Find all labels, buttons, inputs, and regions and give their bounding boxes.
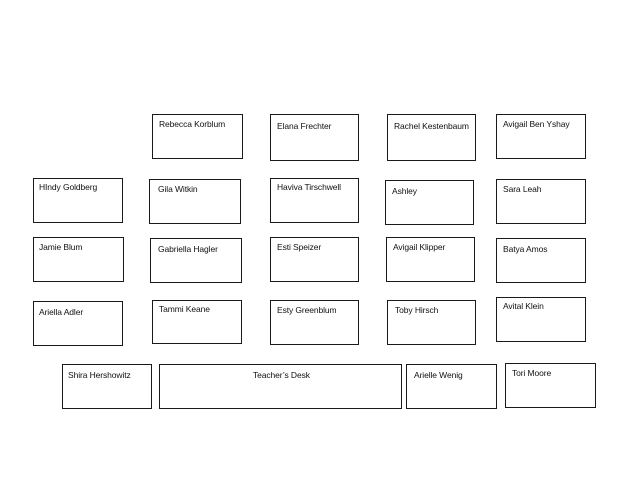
desk-label: Batya Amos	[503, 244, 548, 254]
desk-ariella-adler: Ariella Adler	[33, 301, 123, 346]
desk-shira-hershowitz: Shira Hershowitz	[62, 364, 152, 409]
desk-label: Gila Witkin	[158, 184, 198, 194]
desk-esty-greenblum: Esty Greenblum	[270, 300, 359, 345]
desk-label: Esti Speizer	[277, 242, 322, 252]
desk-avigail-klipper: Avigail Klipper	[386, 237, 475, 282]
desk-label: Sara Leah	[503, 184, 542, 194]
desk-label: Rachel Kestenbaum	[394, 121, 469, 131]
desk-label: Gabriella Hagler	[158, 244, 218, 254]
desk-label: Tori Moore	[512, 368, 552, 378]
desk-elana-frechter: Elana Frechter	[270, 114, 359, 161]
desk-avigail-ben-yshay: Avigail Ben Yshay	[496, 114, 586, 159]
desk-hindy-goldberg: HIndy Goldberg	[33, 178, 123, 223]
desk-haviva-tirschwell: Haviva Tirschwell	[270, 178, 359, 223]
desk-label: Rebecca Korblum	[159, 119, 226, 129]
desk-esti-speizer: Esti Speizer	[270, 237, 359, 282]
desk-arielle-wenig: Arielle Wenig	[406, 364, 497, 409]
desk-label: Toby Hirsch	[395, 305, 439, 315]
desk-label: Avigail Ben Yshay	[503, 119, 570, 129]
desk-label: Arielle Wenig	[414, 370, 463, 380]
desk-label: Jamie Blum	[39, 242, 83, 252]
desk-tori-moore: Tori Moore	[505, 363, 596, 408]
desk-label: Shira Hershowitz	[68, 370, 131, 380]
teacher-desk: Teacher’s Desk	[159, 364, 402, 409]
desk-rebecca-korblum: Rebecca Korblum	[152, 114, 243, 159]
desk-label: Elana Frechter	[277, 121, 332, 131]
desk-label: Esty Greenblum	[277, 305, 337, 315]
desk-gila-witkin: Gila Witkin	[149, 179, 241, 224]
desk-label: Avital Klein	[503, 301, 544, 311]
desk-rachel-kestenbaum: Rachel Kestenbaum	[387, 114, 476, 161]
desk-label: Haviva Tirschwell	[277, 182, 341, 192]
desk-label: Avigail Klipper	[393, 242, 446, 252]
desk-label: Ashley	[392, 186, 417, 196]
desk-batya-amos: Batya Amos	[496, 238, 586, 283]
desk-label: Ariella Adler	[39, 307, 84, 317]
desk-avital-klein: Avital Klein	[496, 297, 586, 342]
desk-ashley: Ashley	[385, 180, 474, 225]
teacher-desk-label: Teacher’s Desk	[253, 370, 310, 380]
desk-sara-leah: Sara Leah	[496, 179, 586, 224]
desk-jamie-blum: Jamie Blum	[33, 237, 124, 282]
desk-toby-hirsch: Toby Hirsch	[387, 300, 476, 345]
desk-tammi-keane: Tammi Keane	[152, 300, 242, 344]
desk-label: HIndy Goldberg	[39, 182, 98, 192]
desk-gabriella-hagler: Gabriella Hagler	[150, 238, 242, 283]
desk-label: Tammi Keane	[159, 304, 210, 314]
